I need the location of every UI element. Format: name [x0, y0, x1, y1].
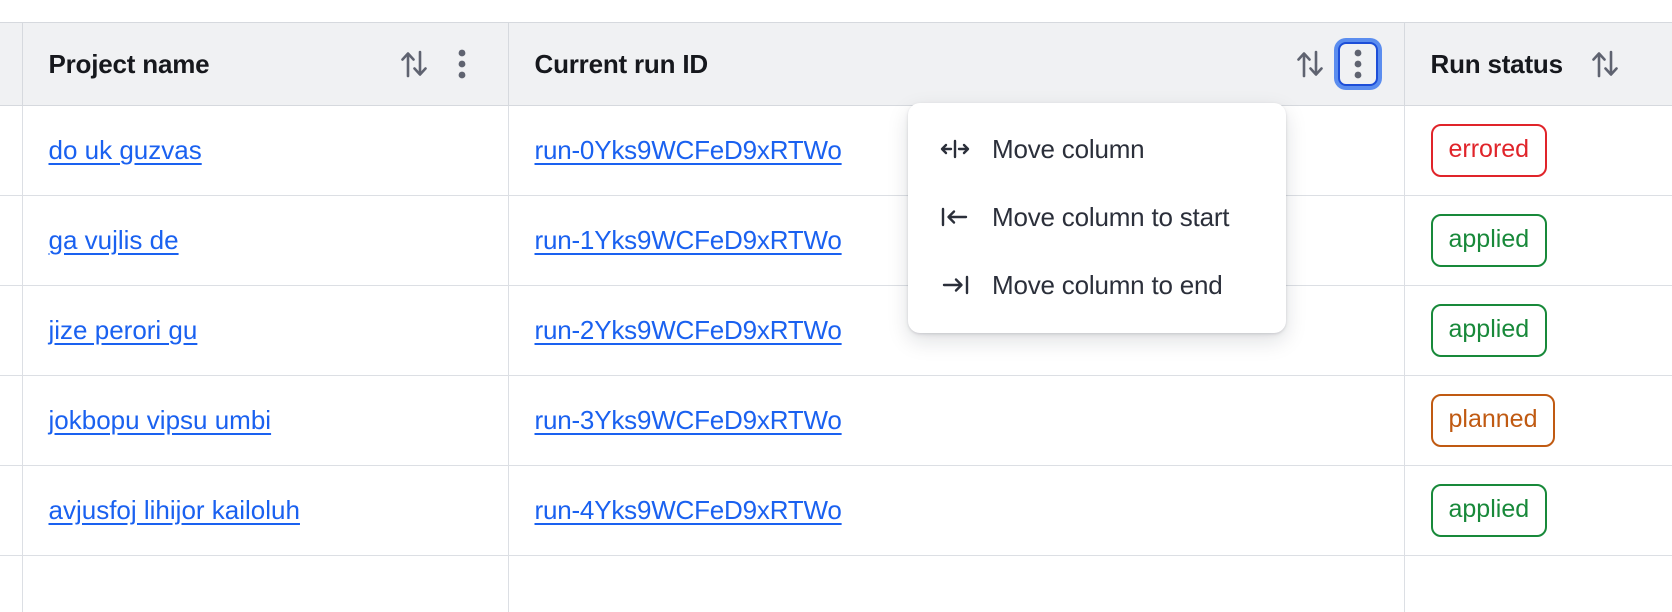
column-header-run-status: Run status	[1404, 22, 1672, 106]
row-select-gutter-header	[0, 22, 23, 106]
run-id-link[interactable]: run-3Yks9WCFeD9xRTWo	[534, 405, 842, 435]
column-header-label-run-status: Run status	[1430, 48, 1564, 79]
project-name-link[interactable]: jize perori gu	[48, 315, 198, 345]
row-gutter	[0, 555, 23, 612]
table-header: Project name	[0, 22, 1672, 106]
column-menu-button-current-run-id[interactable]	[1337, 42, 1378, 86]
cell-run-status: errored	[1404, 105, 1672, 196]
row-gutter	[0, 375, 23, 466]
cell-current-run-id: run-4Yks9WCFeD9xRTWo	[508, 465, 1405, 556]
column-menu-button-project-name[interactable]	[442, 42, 482, 86]
project-name-link[interactable]: do uk guzvas	[48, 135, 202, 165]
column-header-current-run-id: Current run ID	[508, 22, 1405, 106]
row-gutter	[0, 285, 23, 376]
cell-run-status: applied	[1404, 285, 1672, 376]
status-badge: applied	[1430, 214, 1548, 267]
run-id-link[interactable]: run-4Yks9WCFeD9xRTWo	[534, 495, 842, 525]
status-badge: applied	[1430, 484, 1548, 537]
project-name-link[interactable]: ga vujlis de	[48, 225, 179, 255]
cell-project-name: ga vujlis de	[22, 195, 509, 286]
projects-table: Project name	[0, 22, 1672, 612]
run-id-link[interactable]: run-1Yks9WCFeD9xRTWo	[534, 225, 842, 255]
table-row: jize perori gu run-2Yks9WCFeD9xRTWo appl…	[0, 285, 1672, 376]
menu-item-move-column-to-start[interactable]: Move column to start	[908, 183, 1286, 251]
run-id-link[interactable]: run-2Yks9WCFeD9xRTWo	[534, 315, 842, 345]
row-gutter	[0, 465, 23, 556]
menu-item-label: Move column to start	[992, 201, 1230, 232]
cell-run-status: applied	[1404, 465, 1672, 556]
table-row: jokbopu vipsu umbi run-3Yks9WCFeD9xRTWo …	[0, 375, 1672, 466]
move-column-to-end-icon	[940, 270, 970, 300]
status-badge: planned	[1430, 394, 1556, 447]
menu-item-move-column[interactable]: Move column	[908, 115, 1286, 183]
cell-project-name: do uk guzvas	[22, 105, 509, 196]
sort-button-current-run-id[interactable]	[1292, 46, 1328, 82]
cell-run-status: planned	[1404, 375, 1672, 466]
kebab-menu-icon	[1354, 49, 1362, 79]
status-badge: applied	[1430, 304, 1548, 357]
row-gutter	[0, 195, 23, 286]
sort-button-project-name[interactable]	[396, 46, 432, 82]
project-name-link[interactable]: jokbopu vipsu umbi	[48, 405, 272, 435]
menu-item-label: Move column	[992, 133, 1145, 164]
cell-run-status	[1404, 555, 1672, 612]
table-body: do uk guzvas run-0Yks9WCFeD9xRTWo errore…	[0, 105, 1672, 612]
cell-project-name: jize perori gu	[22, 285, 509, 376]
sort-button-run-status[interactable]	[1587, 46, 1623, 82]
project-name-link[interactable]: avjusfoj lihijor kailoluh	[48, 495, 300, 525]
run-id-link[interactable]: run-0Yks9WCFeD9xRTWo	[534, 135, 842, 165]
table-row: avjusfoj lihijor kailoluh run-4Yks9WCFeD…	[0, 465, 1672, 556]
column-header-label-current-run-id: Current run ID	[534, 48, 709, 79]
move-column-to-start-icon	[940, 202, 970, 232]
cell-project-name: jokbopu vipsu umbi	[22, 375, 509, 466]
move-column-icon	[940, 134, 970, 164]
cell-project-name: avjusfoj lihijor kailoluh	[22, 465, 509, 556]
table-row: do uk guzvas run-0Yks9WCFeD9xRTWo errore…	[0, 105, 1672, 196]
column-header-project-name: Project name	[22, 22, 509, 106]
menu-item-label: Move column to end	[992, 269, 1223, 300]
cell-current-run-id	[508, 555, 1405, 612]
column-options-menu: Move column Move column to start Mov	[908, 103, 1286, 333]
menu-item-move-column-to-end[interactable]: Move column to end	[908, 251, 1286, 319]
table-row: ga vujlis de run-1Yks9WCFeD9xRTWo applie…	[0, 195, 1672, 286]
row-gutter	[0, 105, 23, 196]
sort-updown-icon	[399, 48, 429, 80]
sort-updown-icon	[1590, 48, 1620, 80]
cell-current-run-id: run-3Yks9WCFeD9xRTWo	[508, 375, 1405, 466]
sort-updown-icon	[1295, 48, 1325, 80]
column-header-label-project-name: Project name	[48, 48, 210, 79]
status-badge: errored	[1430, 124, 1548, 177]
table-row-partial	[0, 555, 1672, 612]
cell-run-status: applied	[1404, 195, 1672, 286]
table-header-row: Project name	[0, 22, 1672, 106]
cell-project-name	[22, 555, 509, 612]
kebab-menu-icon	[458, 49, 466, 79]
